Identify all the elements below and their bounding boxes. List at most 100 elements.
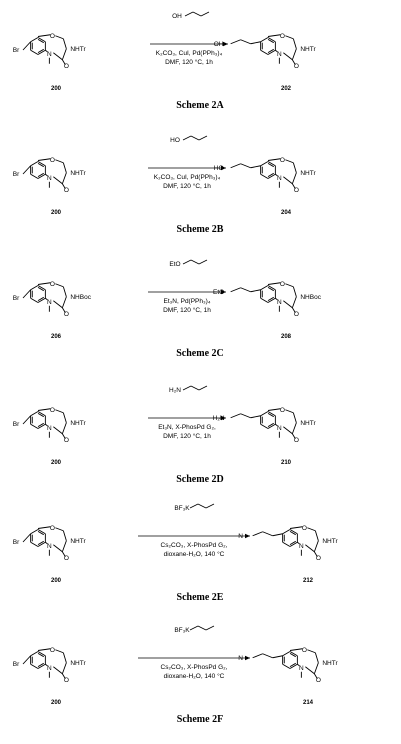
benzene-ring-double-bond — [289, 652, 296, 658]
linker-bond — [262, 531, 273, 537]
oxygen-atom: O — [280, 281, 285, 288]
oxygen-atom: O — [50, 525, 55, 532]
c-br-bond — [22, 289, 31, 299]
oxygen-atom: O — [280, 407, 285, 414]
benzene-ring-double-bond — [267, 422, 274, 428]
benzene-ring-double-bond — [37, 296, 44, 302]
ring-bond — [283, 426, 293, 435]
linker-bond — [240, 287, 251, 293]
ring-bond — [53, 176, 63, 185]
ring-bond — [267, 34, 281, 37]
benzene-ring-double-bond — [289, 662, 296, 668]
ring-bond — [62, 652, 67, 663]
carbonyl-bond — [61, 307, 66, 313]
carbonyl-oxygen: O — [64, 187, 69, 194]
benzene-ring-double-bond — [37, 652, 44, 658]
nitrogen-atom: N — [47, 665, 52, 672]
benzene-ring-bond — [37, 297, 46, 303]
benzene-ring-bond — [267, 173, 276, 179]
benzene-ring-bond — [267, 161, 276, 167]
compound-number: 214 — [303, 700, 314, 706]
nitrogen-atom: N — [299, 543, 304, 550]
benzene-ring-double-bond — [37, 662, 44, 668]
ring-bond — [37, 526, 51, 529]
ring-bond — [61, 172, 67, 184]
carbonyl-oxygen: O — [294, 187, 299, 194]
ring-bond — [283, 300, 293, 309]
benzene-ring-double-bond — [267, 172, 274, 178]
reagent-bond — [190, 135, 200, 141]
compound-number: 200 — [51, 578, 62, 584]
reagent-bond — [198, 385, 208, 391]
benzene-ring-bond — [260, 423, 269, 429]
product-group-label: HO — [214, 165, 224, 172]
benzene-ring-bond — [37, 423, 46, 429]
ring-bond — [62, 530, 67, 541]
condition-line-1: Cs₂CO₃, X-PhosPd G₂, — [161, 542, 228, 549]
nitrogen-atom: N — [47, 425, 52, 432]
ring-bond — [285, 283, 294, 288]
scheme-caption: Scheme 2A — [176, 100, 224, 111]
linker-bond — [240, 163, 251, 169]
ring-bond — [53, 544, 63, 553]
benzene-ring-bond — [282, 529, 291, 535]
amine-label: NHTr — [300, 46, 316, 53]
benzene-ring-bond — [37, 663, 46, 669]
reagent-label: OH — [172, 13, 182, 20]
ring-bond — [267, 282, 281, 285]
ring-bond — [45, 297, 48, 301]
reagent-bond — [182, 259, 192, 265]
carbonyl-oxygen: O — [294, 63, 299, 70]
bromine-atom: Br — [13, 47, 20, 54]
benzene-ring-bond — [30, 411, 39, 417]
ring-bond — [292, 162, 297, 173]
ring-bond — [275, 49, 278, 53]
compound-number: 202 — [281, 86, 292, 92]
reagent-bond — [200, 11, 210, 17]
bromine-atom: Br — [13, 539, 20, 546]
ring-bond — [291, 296, 297, 308]
ring-bond — [292, 38, 297, 49]
oxygen-atom: O — [302, 525, 307, 532]
benzene-ring-bond — [260, 49, 269, 55]
benzene-ring-double-bond — [267, 296, 274, 302]
carbonyl-bond — [313, 551, 318, 557]
oxygen-atom: O — [302, 647, 307, 654]
ring-bond — [45, 663, 48, 667]
nitrogen-atom: N — [47, 543, 52, 550]
benzene-ring-bond — [267, 285, 276, 291]
nitrogen-atom: N — [47, 175, 52, 182]
carbonyl-bond — [61, 673, 66, 679]
benzene-ring-bond — [267, 49, 276, 55]
benzene-ring-bond — [30, 651, 39, 657]
benzene-ring-double-bond — [37, 540, 44, 546]
amine-label: NHTr — [70, 170, 86, 177]
amine-label: NHBoc — [300, 294, 321, 301]
carbonyl-oxygen: O — [64, 677, 69, 684]
ring-bond — [62, 38, 67, 49]
ring-bond — [291, 172, 297, 184]
benzene-ring-bond — [289, 651, 298, 657]
ring-bond — [289, 648, 303, 651]
arrow-head — [221, 415, 226, 421]
nitrogen-atom: N — [277, 425, 282, 432]
ring-bond — [61, 540, 67, 552]
ring-bond — [61, 422, 67, 434]
linker-bond — [262, 653, 273, 659]
linker-bond — [230, 413, 241, 419]
ring-bond — [314, 652, 319, 663]
amine-label: NHTr — [322, 538, 338, 545]
ring-bond — [275, 297, 278, 301]
reagent-bond — [189, 503, 199, 509]
oxygen-atom: O — [280, 33, 285, 40]
amine-label: NHTr — [322, 660, 338, 667]
ring-bond — [55, 409, 64, 414]
benzene-ring-bond — [30, 173, 39, 179]
ring-bond — [62, 162, 67, 173]
benzene-ring-double-bond — [267, 38, 274, 44]
condition-line-2: dioxane-H₂O, 140 °C — [164, 672, 225, 680]
ring-bond — [305, 666, 315, 675]
ring-bond — [291, 48, 297, 60]
compound-number: 206 — [51, 334, 62, 340]
